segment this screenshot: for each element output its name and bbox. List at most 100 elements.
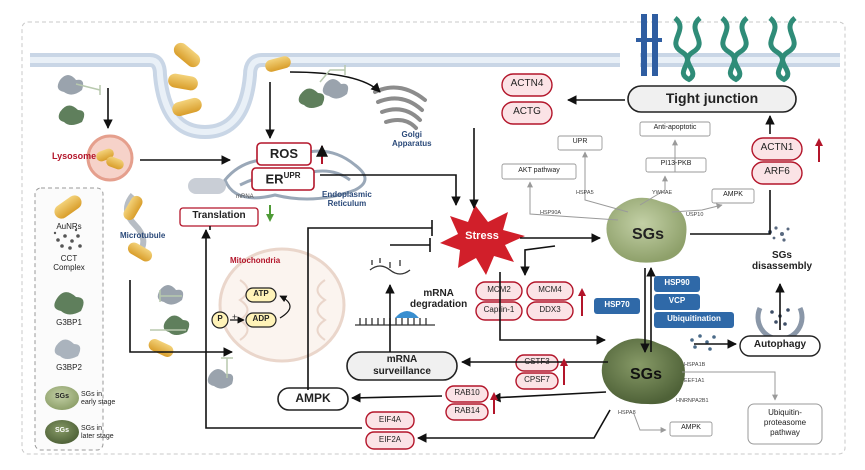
legend-cct-label: CCT Complex (35, 254, 103, 272)
adp-label: ADP (252, 314, 270, 323)
legend-icons (45, 195, 84, 444)
cell-membrane (30, 53, 840, 140)
atp-adp-arrows (230, 295, 291, 324)
hspa5-tag: HSPA5 (576, 190, 594, 196)
arf6-label: ARF6 (764, 166, 790, 177)
ampk-small-top-tag: AMPK (723, 191, 743, 198)
legend-g3bp1-label: G3BP1 (56, 318, 82, 327)
caprin1-label: Caprin-1 (483, 305, 515, 314)
legend-sg-early-l1: SGs in (81, 391, 103, 398)
legend-sg-early-l2: early stage (81, 399, 116, 406)
ampk-main-box (277, 387, 349, 411)
atp-label: ATP (253, 289, 269, 298)
mrna-glyphs (355, 258, 435, 326)
golgi-apparatus (373, 85, 427, 130)
ribosome-translation-glyph (188, 178, 226, 194)
mcm4-label: MCM4 (538, 285, 562, 294)
rab14-label: RAB14 (454, 406, 480, 415)
down-arrow-head (266, 214, 274, 222)
autophagy-label: Autophagy (753, 339, 807, 350)
ampk-main-label: AMPK (295, 391, 331, 405)
legend-sg-late-l1: SGs in (81, 425, 103, 432)
microtubule (123, 193, 153, 262)
eif4a-label: EIF4A (378, 415, 402, 424)
green-inhibition-lines (75, 65, 346, 378)
sgs-disassembly-label: SGs disassembly (752, 250, 812, 272)
akt-pathway-tag: AKT pathway (518, 167, 560, 174)
legend-sg-late-l2: later stage (81, 433, 114, 440)
mrna-surveillance-label: mRNA surveillance (347, 354, 457, 378)
stress-label: Stress (465, 230, 499, 242)
eef1a1-tag: EEF1A1 (684, 378, 705, 384)
ubiquitin-l2: proteasome (763, 418, 807, 427)
up-arrow-shapes (316, 138, 823, 414)
sgs-early-blob (606, 197, 687, 263)
hsp70-label: HSP70 (604, 300, 630, 309)
legend-cct-l2: Complex (53, 263, 85, 272)
actn1-label: ACTN1 (760, 142, 794, 153)
ros-er-box-shapes (251, 142, 315, 191)
rab10-label: RAB10 (454, 388, 480, 397)
anti-apoptotic-tag: Anti-apoptotic (653, 124, 697, 131)
aunr-particles-entry (168, 42, 291, 117)
legend-cct-icon (53, 228, 82, 250)
sgs-top-label: SGs (631, 226, 664, 243)
ubiquitin-box (747, 403, 823, 445)
ubiquitination-label: Ubiquitination (667, 314, 721, 323)
hnrnpa2b1-tag: HNRNPA2B1 (676, 398, 709, 404)
phosphate-label: P (217, 314, 223, 323)
sg-fragment-glyph (690, 334, 716, 351)
lysosome-label: Lysosome (52, 151, 97, 161)
mrna-surveillance-box (346, 351, 458, 381)
mcm2-label: MCM2 (487, 285, 511, 294)
legend-aunr-icon (54, 195, 82, 219)
hsp90a-tag: HSP90A (540, 210, 562, 216)
disassembly-glyph (768, 226, 790, 242)
legend-g3bp2-icon (54, 339, 81, 359)
hspa8-tag: HSPA8 (618, 410, 636, 416)
translation-label: Translation (192, 210, 246, 221)
cstf3-label: CSTF3 (524, 357, 550, 366)
pink-box-shapes (365, 73, 803, 450)
plus-label: + (232, 312, 238, 322)
tight-junction-label: Tight junction (665, 90, 759, 106)
mrna-degradation-l2: degradation (410, 299, 468, 310)
lysosome-organelle (86, 134, 134, 182)
er-label-l2: Reticulum (327, 199, 367, 208)
blue-box-shapes (594, 276, 734, 328)
actn4-label: ACTN4 (510, 78, 544, 89)
black-arrows (103, 71, 785, 443)
mrna-degradation-label: mRNA degradation (410, 288, 467, 310)
sgs-late-blob (601, 338, 685, 405)
ribosome-glyph (395, 311, 419, 318)
ubiquitin-l1: Ubiquitin- (768, 408, 802, 417)
legend-sg-early-label: SGs in early stage (81, 391, 115, 407)
autophagy-box (739, 335, 821, 357)
inhibition-lines (307, 220, 433, 390)
tight-junction-box (627, 85, 797, 113)
hspa1b-tag: HSPA1B (684, 362, 706, 368)
vcp-label: VCP (668, 296, 686, 305)
legend-sg-late-icon (45, 420, 79, 444)
legend-sg-late-label: SGs in later stage (81, 425, 114, 441)
stress-starburst (440, 205, 525, 275)
legend-box (34, 187, 104, 451)
ddx3-label: DDX3 (539, 305, 561, 314)
ampk-small-bottom-tag: AMPK (681, 424, 701, 431)
ywhae-tag: YWHAE (652, 190, 673, 196)
er-upr-label: ERUPR (252, 171, 314, 186)
golgi-label: Golgi Apparatus (392, 130, 432, 148)
microtubule-label: Microtubule (120, 231, 166, 240)
mitochondria-label: Mitochondria (230, 256, 281, 265)
er-upr-sup: UPR (283, 171, 301, 180)
translation-box (179, 207, 259, 227)
er-upr-base: ER (265, 171, 284, 187)
legend-sg-early-icon (45, 386, 79, 410)
eif2a-label: EIF2A (378, 435, 402, 444)
cpsf7-label: CPSF7 (524, 375, 550, 384)
sgs-disassembly-l2: disassembly (752, 261, 813, 272)
mrna-surveillance-l1: mRNA (386, 354, 418, 365)
mrna-small-label: mRNA (236, 194, 254, 200)
